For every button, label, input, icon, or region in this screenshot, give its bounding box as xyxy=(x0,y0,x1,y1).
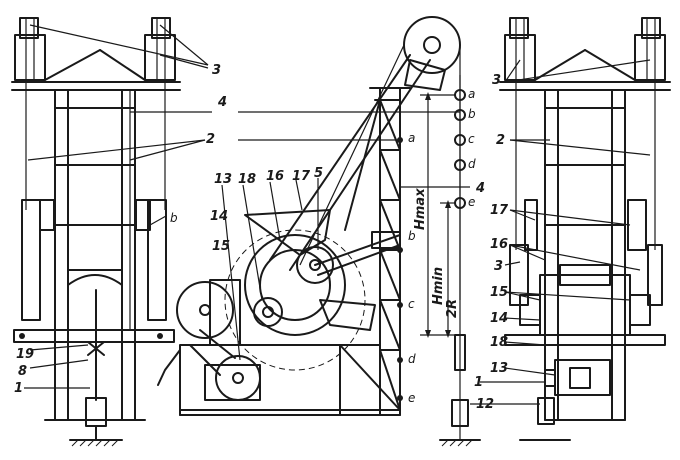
label-a-center: a xyxy=(408,131,415,145)
label-b-rod: b xyxy=(468,107,476,121)
left-platform xyxy=(13,329,175,343)
label-19: 19 xyxy=(16,347,34,362)
label-2r: 2R xyxy=(445,299,460,318)
label-a-rod: a xyxy=(468,87,475,101)
label-14: 14 xyxy=(210,209,228,224)
left-frame-view xyxy=(11,17,212,447)
label-hmax: Hmax xyxy=(413,188,428,230)
right-motor xyxy=(554,359,611,396)
label-14-right: 14 xyxy=(490,311,508,326)
label-3-right-b: 3 xyxy=(494,259,503,274)
left-crown-sheave-1 xyxy=(19,17,39,39)
label-18-right: 18 xyxy=(490,335,508,350)
right-frame-view xyxy=(470,17,671,441)
crank-wheel xyxy=(244,234,346,336)
left-counterweight-1 xyxy=(21,199,41,321)
label-2-right: 2 xyxy=(496,133,505,148)
label-13: 13 xyxy=(214,172,232,187)
belt-pulley xyxy=(176,281,234,339)
label-b-left: b xyxy=(170,211,178,225)
label-8: 8 xyxy=(18,364,27,379)
label-12: 12 xyxy=(476,397,494,412)
label-e-center: e xyxy=(408,391,415,405)
label-c-rod: c xyxy=(468,132,475,146)
label-15: 15 xyxy=(212,239,230,254)
left-wellhead xyxy=(85,397,107,427)
label-18: 18 xyxy=(238,172,256,187)
crown-sheave xyxy=(403,16,461,74)
label-17: 17 xyxy=(292,169,311,184)
label-13-right: 13 xyxy=(490,361,508,376)
label-16: 16 xyxy=(266,169,284,184)
label-hmin: Hmin xyxy=(431,267,446,305)
label-e-rod: e xyxy=(468,195,475,209)
label-3-right: 3 xyxy=(492,73,501,88)
label-c-center: c xyxy=(408,297,415,311)
label-2-left: 2 xyxy=(206,132,215,147)
label-b-center: b xyxy=(408,229,416,243)
left-crown-block-1 xyxy=(14,34,46,81)
label-17-right: 17 xyxy=(490,203,509,218)
label-4-left: 4 xyxy=(217,95,227,110)
label-d-center: d xyxy=(408,352,416,366)
label-d-rod: d xyxy=(468,157,476,171)
labels: 3 4 2 b 19 8 1 13 18 16 17 5 14 15 a b c… xyxy=(14,63,509,412)
label-5: 5 xyxy=(314,166,323,181)
left-counterweight-2 xyxy=(147,199,167,321)
label-1-left: 1 xyxy=(14,381,23,396)
stroke-diagram xyxy=(238,75,481,447)
label-3-left: 3 xyxy=(212,63,221,78)
center-unit-view xyxy=(157,16,461,416)
label-15-right: 15 xyxy=(490,285,508,300)
left-crown-sheave-2 xyxy=(151,17,171,39)
label-16-right: 16 xyxy=(490,237,508,252)
counterweight-sector xyxy=(244,209,331,256)
label-1-rod: 1 xyxy=(474,375,483,390)
label-4-right: 4 xyxy=(475,181,485,196)
